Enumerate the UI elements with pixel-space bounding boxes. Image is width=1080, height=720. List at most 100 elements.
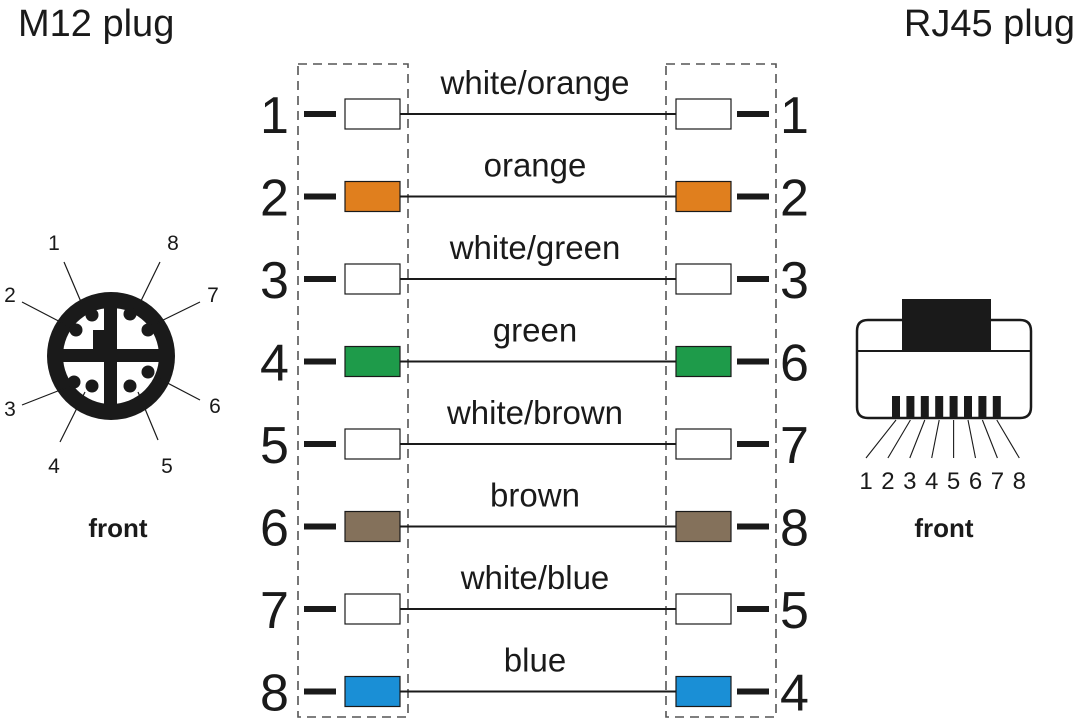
rj45-contacts — [892, 396, 1001, 418]
m12-pin-stub — [304, 111, 336, 117]
rj45-pin-stub — [737, 606, 769, 612]
m12-pin-leaders — [21, 261, 201, 443]
m12-pin-number: 4 — [260, 335, 289, 393]
rj45-pin-label: 1 — [859, 468, 872, 495]
m12-contacts — [67, 307, 155, 393]
m12-leader-line — [155, 376, 201, 401]
rj45-contact — [992, 396, 1001, 418]
wire-color-label: white/brown — [446, 394, 623, 431]
wire-color-label: orange — [484, 147, 587, 184]
rj45-pin-label: 2 — [881, 468, 894, 495]
m12-pin-stub — [304, 193, 336, 200]
m12-pin-number: 5 — [260, 417, 289, 475]
m12-pin-number: 3 — [260, 252, 289, 310]
rj45-contact — [935, 396, 944, 418]
rj45-pin-stub — [737, 688, 769, 695]
rj45-leader-line — [981, 419, 998, 459]
rj45-contact — [920, 396, 929, 418]
m12-plug-title: M12 plug — [18, 3, 174, 45]
m12-pin-stub — [304, 523, 336, 530]
rj45-leader-line — [967, 419, 977, 459]
rj45-pin-stub — [737, 276, 769, 282]
m12-pin-label: 7 — [207, 284, 219, 307]
rj45-pin-number: 2 — [780, 170, 809, 228]
rj45-connector-box — [665, 63, 777, 718]
m12-wire-color-block — [344, 510, 401, 543]
rj45-leader-line — [887, 419, 911, 459]
m12-contact — [67, 375, 81, 389]
rj45-pin-stub — [737, 193, 769, 200]
m12-wire-color-block — [344, 180, 401, 213]
wire-rows: 1white/orange12orange23white/green34gree… — [260, 64, 809, 720]
rj45-wire-color-block — [675, 428, 732, 460]
wire-color-label: white/orange — [440, 64, 630, 101]
wire-row: 5 white/brown 7 — [260, 394, 809, 475]
rj45-contact — [892, 396, 900, 418]
rj45-front-label: front — [914, 513, 974, 543]
m12-contact — [123, 379, 137, 393]
rj45-wire-color-block — [675, 593, 732, 625]
m12-leader-line — [137, 261, 161, 308]
m12-pin-stub — [304, 441, 336, 447]
m12-wire-color-block — [344, 675, 401, 708]
rj45-wire-color-block — [675, 345, 732, 378]
rj45-pin-number: 4 — [780, 665, 809, 720]
m12-pin-stub — [304, 688, 336, 695]
m12-pin-number: 6 — [260, 500, 289, 558]
rj45-pin-stub — [737, 358, 769, 365]
m12-leader-line — [63, 261, 85, 310]
rj45-contact — [949, 396, 958, 418]
m12-pin-number: 8 — [260, 665, 289, 720]
m12-contact — [85, 379, 99, 393]
m12-pin-stub — [304, 606, 336, 612]
wire-color-label: white/blue — [460, 559, 610, 596]
m12-connector-box — [297, 63, 409, 718]
rj45-contact — [906, 396, 915, 418]
rj45-contact — [978, 396, 987, 418]
wire-color-label: brown — [490, 477, 580, 514]
m12-pin-label: 3 — [4, 398, 16, 421]
m12-pin-label: 6 — [209, 395, 221, 418]
rj45-pin-stub — [737, 441, 769, 447]
m12-leader-line — [59, 391, 86, 443]
rj45-latch — [902, 299, 991, 351]
wire-row: 8 blue 4 — [260, 642, 809, 720]
m12-pin-number: 7 — [260, 582, 289, 640]
m12-divider-vertical — [104, 303, 117, 409]
rj45-pin-number: 3 — [780, 252, 809, 310]
wire-color-label: blue — [504, 642, 566, 679]
rj45-pin-label: 6 — [969, 468, 982, 495]
m12-pin-label: 8 — [167, 232, 179, 255]
rj45-wire-color-block — [675, 675, 732, 708]
m12-pin-label: 1 — [48, 232, 60, 255]
rj45-contact — [964, 396, 972, 418]
m12-contact — [141, 365, 155, 379]
rj45-pin-label: 4 — [925, 468, 938, 495]
wire-color-label: white/green — [449, 229, 621, 266]
rj45-wire-color-block — [675, 263, 732, 295]
m12-leader-line — [154, 301, 201, 325]
m12-front-label: front — [88, 513, 148, 543]
rj45-pin-number: 1 — [780, 87, 809, 145]
m12-wire-color-block — [344, 593, 401, 625]
rj45-wire-color-block — [675, 98, 732, 130]
m12-contact — [85, 308, 99, 322]
m12-pin-label: 5 — [161, 455, 173, 478]
m12-leader-line — [137, 391, 159, 441]
rj45-wire-color-block — [675, 510, 732, 543]
m12-leader-line — [21, 386, 69, 406]
rj45-pin-stub — [737, 523, 769, 530]
m12-wire-color-block — [344, 345, 401, 378]
rj45-pin-number: 7 — [780, 417, 809, 475]
m12-pin-stub — [304, 358, 336, 365]
m12-pin-stub — [304, 276, 336, 282]
rj45-pin-label: 5 — [947, 468, 960, 495]
